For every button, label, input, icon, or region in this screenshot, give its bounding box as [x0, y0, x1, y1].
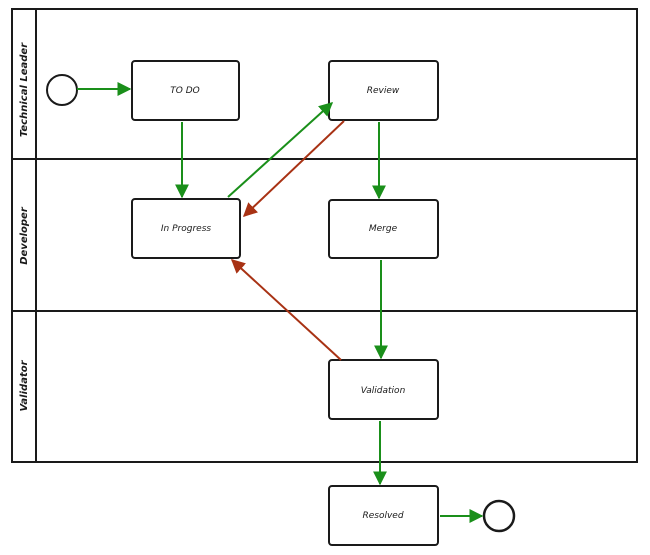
lane-label-technical-leader: Technical Leader — [19, 42, 30, 137]
lane-validator[interactable] — [11, 310, 638, 463]
task-validation[interactable]: Validation — [328, 359, 439, 420]
flow-in-progress-to-review[interactable] — [227, 102, 334, 198]
task-merge-label: Merge — [369, 224, 398, 234]
task-todo-label: TO DO — [170, 86, 199, 96]
flow-review-back-to-in-progress[interactable] — [242, 120, 345, 217]
swimlane-pool — [11, 8, 638, 463]
task-in-progress[interactable]: In Progress — [131, 198, 241, 259]
task-in-progress-label: In Progress — [161, 224, 211, 234]
lane-developer[interactable] — [11, 158, 638, 312]
start-event-icon[interactable] — [46, 74, 78, 106]
task-todo[interactable]: TO DO — [131, 60, 240, 121]
task-merge[interactable]: Merge — [328, 199, 439, 259]
end-event-icon[interactable] — [482, 499, 516, 533]
task-resolved[interactable]: Resolved — [328, 485, 439, 546]
task-review[interactable]: Review — [328, 60, 439, 121]
task-resolved-label: Resolved — [362, 511, 403, 521]
lane-label-validator: Validator — [19, 359, 30, 411]
lane-label-developer: Developer — [19, 206, 30, 265]
task-validation-label: Validation — [361, 386, 406, 396]
lane-technical-leader[interactable] — [11, 8, 638, 160]
task-review-label: Review — [367, 86, 400, 96]
flow-validation-back-to-in-progress[interactable] — [230, 259, 342, 361]
